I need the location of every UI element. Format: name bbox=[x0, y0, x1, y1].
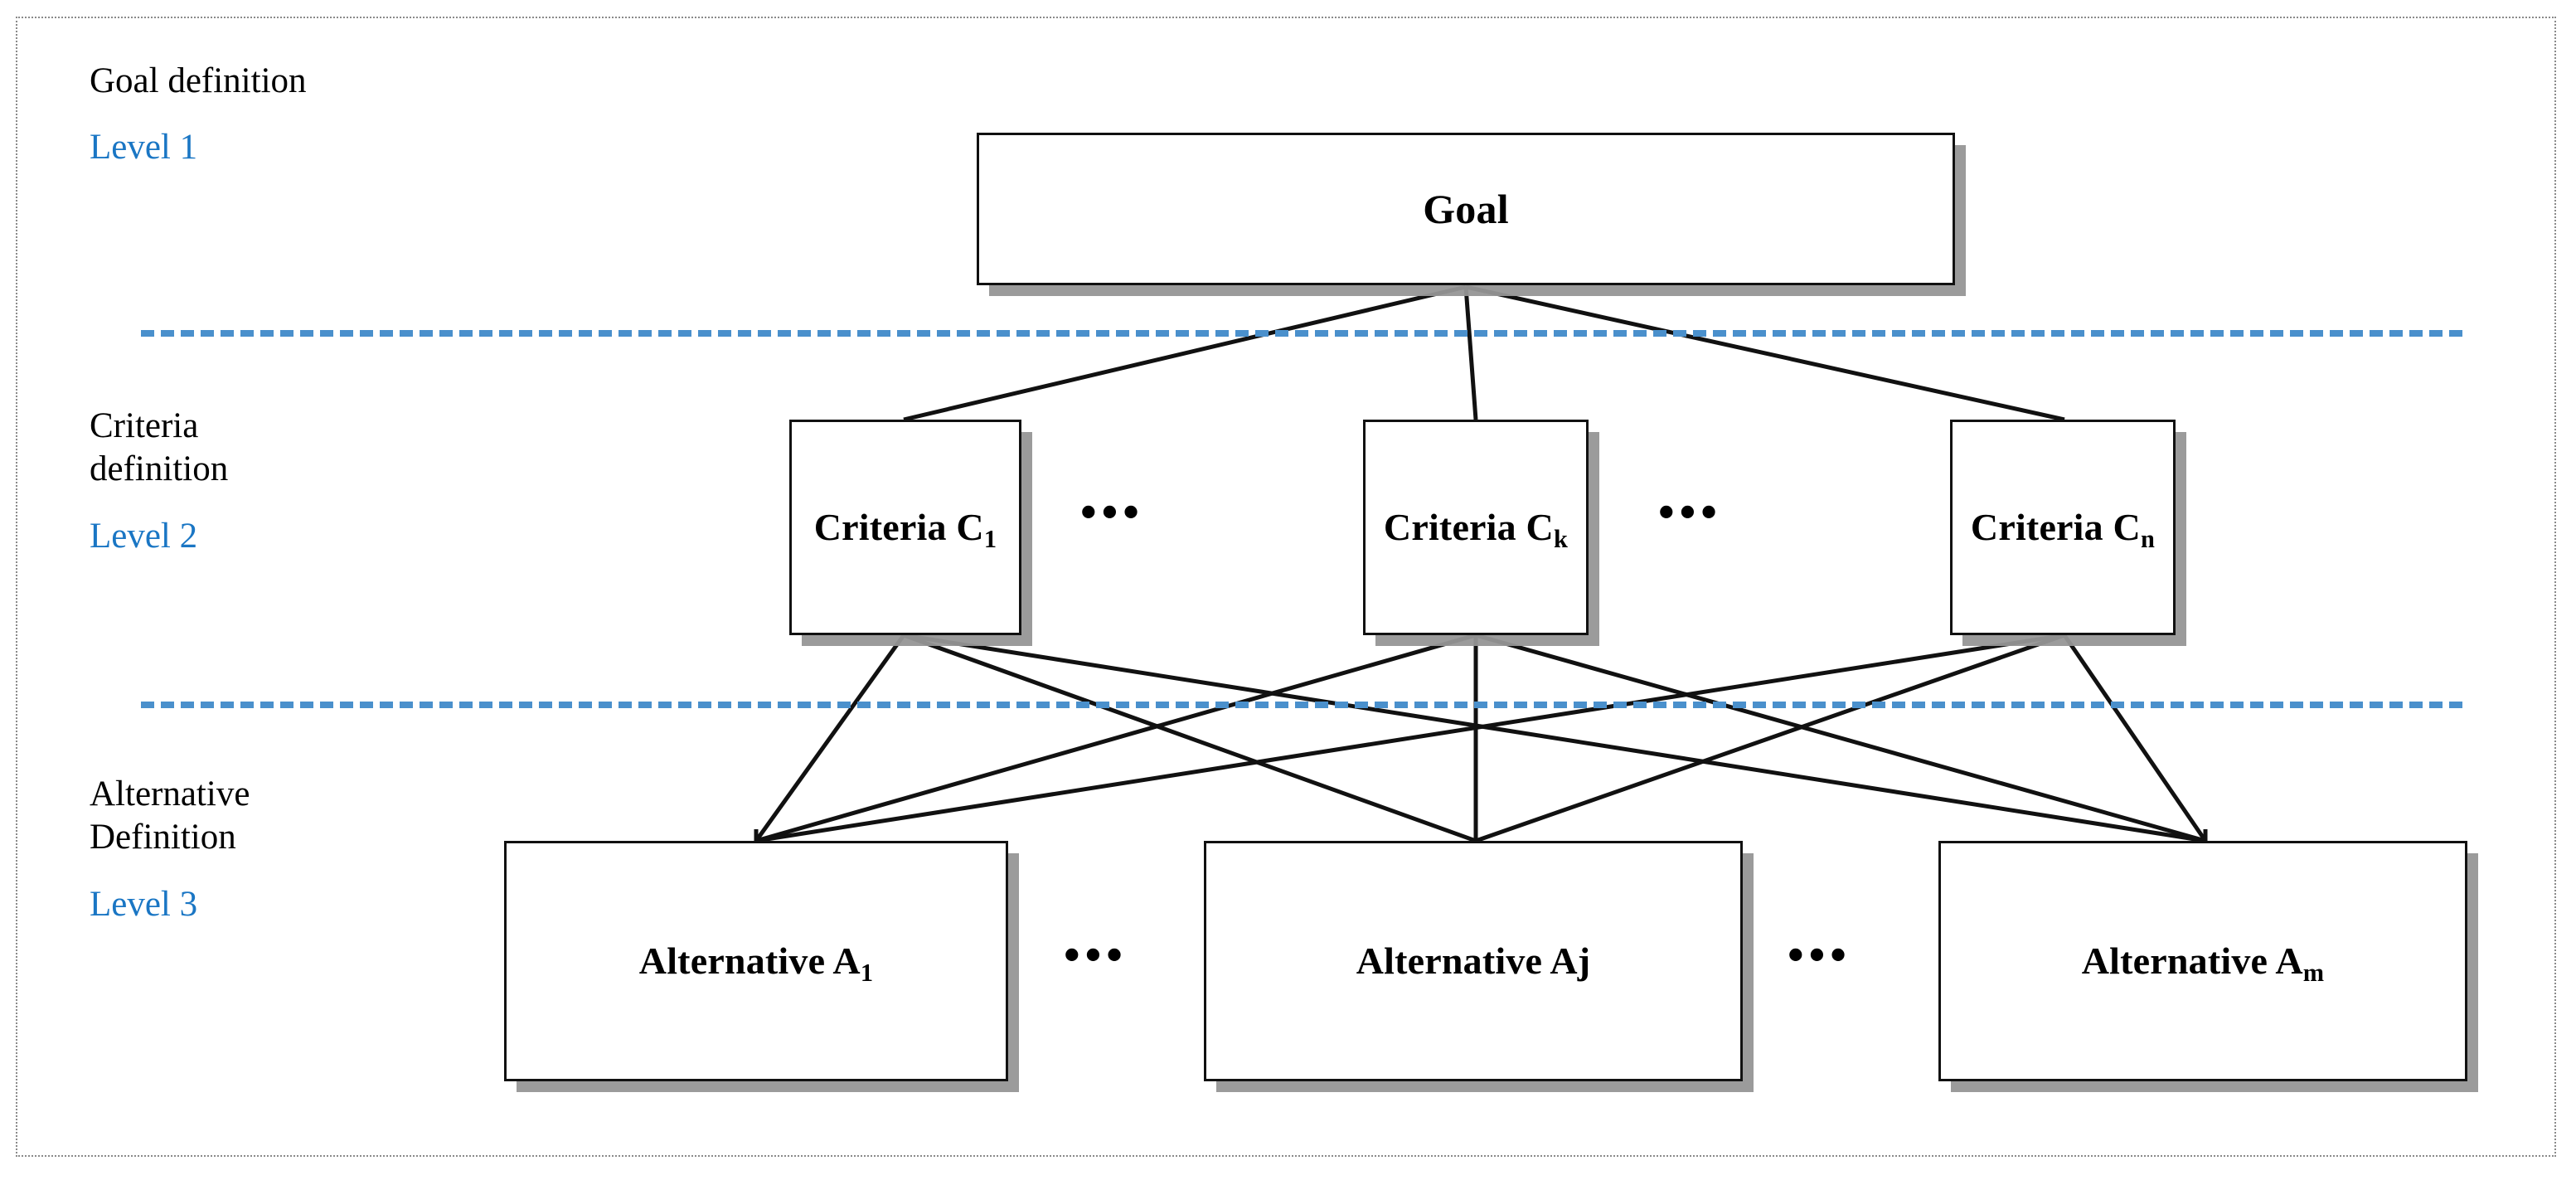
goal-node-label: Goal bbox=[1423, 186, 1509, 232]
alternative-node-am-label: Alternative Am bbox=[2081, 940, 2325, 988]
criteria-node-ck[interactable]: Criteria Ck bbox=[1363, 420, 1589, 635]
level-1-title: Goal definition bbox=[90, 61, 307, 100]
level-2-title: Criteria definition bbox=[90, 406, 229, 489]
link-c1-aj bbox=[903, 633, 1477, 843]
criteria-node-c1[interactable]: Criteria C1 bbox=[789, 420, 1021, 635]
alternative-node-a1[interactable]: Alternative A1 bbox=[504, 841, 1008, 1081]
link-c1-am bbox=[903, 633, 2206, 843]
level-3-title: Alternative Definition bbox=[90, 775, 250, 857]
level-3-subtitle: Level 3 bbox=[90, 884, 198, 924]
level-3-labels: Alternative Definition Level 3 bbox=[90, 773, 250, 926]
alternative-node-a1-label: Alternative A1 bbox=[638, 940, 874, 988]
alternative-node-am[interactable]: Alternative Am bbox=[1938, 841, 2467, 1081]
link-cn-a1 bbox=[755, 633, 2065, 843]
level-1-subtitle: Level 1 bbox=[90, 128, 198, 168]
level-2-labels: Criteria definition Level 2 bbox=[90, 405, 228, 558]
level-divider-2 bbox=[141, 702, 2462, 708]
link-goal-cn bbox=[1465, 284, 2065, 422]
alternatives-ellipsis-right: ••• bbox=[1788, 930, 1851, 981]
link-c1-a1 bbox=[754, 634, 906, 843]
alternative-node-aj[interactable]: Alternative Aj bbox=[1204, 841, 1743, 1081]
link-goal-ck bbox=[1463, 286, 1478, 420]
alternative-node-aj-label: Alternative Aj bbox=[1356, 940, 1591, 982]
criteria-ellipsis-right: ••• bbox=[1658, 487, 1722, 538]
criteria-node-ck-label: Criteria Ck bbox=[1383, 506, 1569, 554]
link-ck-a1 bbox=[755, 633, 1477, 843]
criteria-ellipsis-left: ••• bbox=[1080, 487, 1144, 538]
link-cn-am bbox=[2062, 634, 2208, 843]
criteria-node-c1-label: Criteria C1 bbox=[813, 506, 997, 554]
alternatives-ellipsis-left: ••• bbox=[1064, 930, 1128, 981]
criteria-node-cn[interactable]: Criteria Cn bbox=[1950, 420, 2176, 635]
link-ck-am bbox=[1475, 633, 2206, 843]
criteria-node-cn-label: Criteria Cn bbox=[1970, 506, 2156, 554]
goal-node[interactable]: Goal bbox=[977, 133, 1955, 285]
link-cn-aj bbox=[1475, 633, 2065, 843]
level-2-subtitle: Level 2 bbox=[90, 516, 198, 556]
link-goal-c1 bbox=[903, 284, 1467, 422]
level-1-labels: Goal definition Level 1 bbox=[90, 60, 307, 170]
level-divider-1 bbox=[141, 330, 2462, 337]
